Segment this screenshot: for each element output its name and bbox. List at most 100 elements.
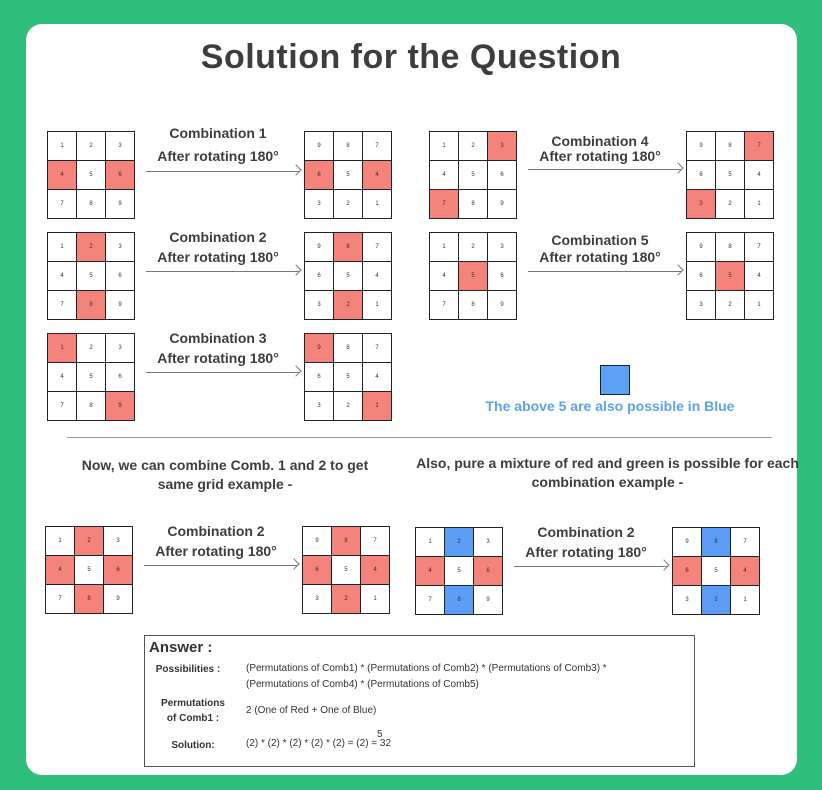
grid-cell: 3 — [104, 527, 133, 556]
grid-cell: 2 — [459, 132, 488, 161]
grid-cell: 7 — [48, 291, 77, 320]
grid-cell: 5 — [77, 363, 106, 392]
grid-cell: 1 — [46, 527, 75, 556]
divider — [67, 437, 772, 438]
grid-cell: 3 — [305, 190, 334, 219]
grid-cell: 7 — [430, 190, 459, 219]
note-combine: Now, we can combine Comb. 1 and 2 to get… — [81, 457, 369, 492]
grid-cell: 2 — [716, 291, 745, 320]
answer-title: Answer : — [149, 639, 213, 656]
label-combination-5: Combination 5 — [551, 232, 649, 248]
grid-cell: 6 — [673, 557, 702, 586]
grid-cell: 5 — [332, 556, 361, 585]
blue-note: The above 5 are also possible in Blue — [485, 398, 735, 414]
grid-cell: 8 — [702, 528, 731, 557]
label-after-rotating: After rotating 180° — [539, 148, 661, 164]
grid-cell: 4 — [361, 556, 390, 585]
grid-cell: 5 — [445, 557, 474, 586]
grid-cell: 8 — [334, 334, 363, 363]
grid-cell: 1 — [416, 528, 445, 557]
solution-exponent: 5 — [377, 729, 383, 740]
grid-cell: 6 — [488, 161, 517, 190]
permutations-key-1: Permutations — [161, 698, 225, 709]
grid-cell: 4 — [48, 363, 77, 392]
grid-cell: 9 — [106, 291, 135, 320]
label-combination-1: Combination 1 — [169, 125, 267, 141]
grid-cell: 9 — [303, 527, 332, 556]
grid-cell: 2 — [334, 392, 363, 421]
grid-cell: 3 — [687, 291, 716, 320]
grid-cell: 8 — [334, 233, 363, 262]
grid-cell: 5 — [702, 557, 731, 586]
grid-cell: 7 — [745, 132, 774, 161]
grid-cell: 2 — [702, 586, 731, 615]
grid-cell: 6 — [106, 363, 135, 392]
permutations-key-2: of Comb1 : — [166, 713, 220, 724]
grid-cell: 5 — [334, 161, 363, 190]
grid-cell: 9 — [305, 334, 334, 363]
grid-cell: 7 — [363, 132, 392, 161]
grid-cell: 2 — [334, 190, 363, 219]
grid-cell: 9 — [687, 233, 716, 262]
grid-cell: 1 — [363, 190, 392, 219]
grid-cell: 3 — [106, 233, 135, 262]
grid-cell: 1 — [731, 586, 760, 615]
grid-cell: 7 — [48, 392, 77, 421]
grid-cell: 5 — [334, 262, 363, 291]
grid-cell: 1 — [745, 190, 774, 219]
arrow-right — [146, 372, 299, 373]
label-combination-4: Combination 4 — [551, 133, 649, 149]
grid-cell: 5 — [716, 161, 745, 190]
grid-cell: 5 — [77, 262, 106, 291]
arrow-right — [528, 169, 681, 170]
answer-box: Answer : Possibilities : (Permutations o… — [144, 635, 695, 767]
grid-cell: 1 — [48, 334, 77, 363]
grid-cell: 1 — [361, 585, 390, 614]
grid-cell: 2 — [77, 233, 106, 262]
grid-cell: 5 — [716, 262, 745, 291]
grid-cell: 3 — [687, 190, 716, 219]
page-title: Solution for the Question — [200, 38, 622, 76]
grid-cell: 9 — [305, 233, 334, 262]
grid-cell: 4 — [731, 557, 760, 586]
possibilities-line-2: (Permutations of Comb4) * (Permutations … — [246, 679, 479, 690]
grid-cell: 3 — [305, 392, 334, 421]
grid-cell: 6 — [687, 262, 716, 291]
grid-cell: 9 — [104, 585, 133, 614]
permutations-value: 2 (One of Red + One of Blue) — [246, 705, 377, 716]
grid-cell: 4 — [416, 557, 445, 586]
grid-cell: 9 — [673, 528, 702, 557]
grid-cell: 8 — [459, 190, 488, 219]
grid-cell: 4 — [430, 262, 459, 291]
content-card — [26, 24, 797, 775]
arrow-right — [146, 271, 299, 272]
arrow-right — [514, 566, 667, 567]
grid-cell: 8 — [459, 291, 488, 320]
grid-cell: 6 — [488, 262, 517, 291]
grid-cell: 8 — [334, 132, 363, 161]
grid-cell: 8 — [75, 585, 104, 614]
label-combination-2: Combination 2 — [167, 523, 265, 539]
label-combination-2: Combination 2 — [169, 229, 267, 245]
grid-cell: 4 — [363, 262, 392, 291]
possibilities-line-1: (Permutations of Comb1) * (Permutations … — [246, 663, 607, 674]
grid-cell: 7 — [363, 334, 392, 363]
grid-cell: 3 — [305, 291, 334, 320]
grid-cell: 7 — [361, 527, 390, 556]
grid-cell: 2 — [77, 334, 106, 363]
grid-cell: 7 — [731, 528, 760, 557]
grid-cell: 1 — [48, 132, 77, 161]
grid-cell: 6 — [474, 557, 503, 586]
grid-cell: 9 — [488, 291, 517, 320]
grid-cell: 3 — [106, 334, 135, 363]
